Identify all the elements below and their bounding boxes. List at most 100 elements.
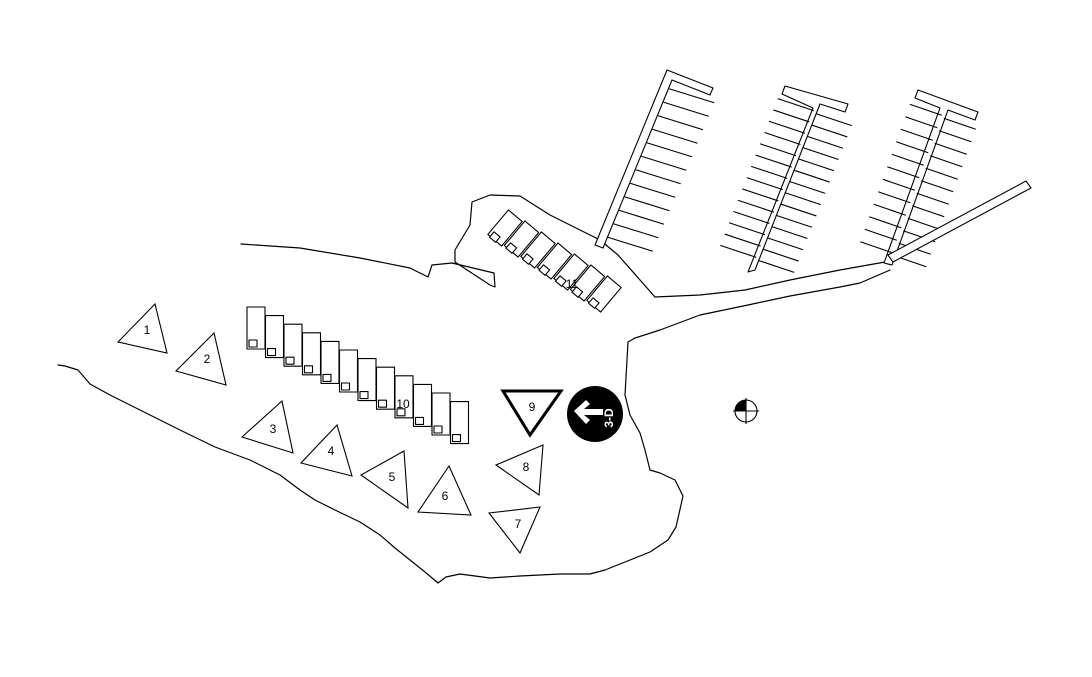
dock-slip [768,120,806,134]
dock-slip [934,142,967,155]
dock-slip [802,146,839,161]
building-unit [586,275,622,313]
dock-slip [669,88,715,104]
pier-right [860,89,979,268]
viewpoint-marker-2[interactable]: 2 [174,331,227,386]
viewpoint-marker-1[interactable]: 1 [116,302,168,354]
marker-5-label: 5 [389,470,396,484]
building-porch [433,425,443,434]
view-3d-label: 3-D [602,408,616,428]
dock-slip [646,142,693,158]
marker-8-label: 8 [523,460,530,474]
building-porch [248,339,258,348]
dock-slip [912,205,945,218]
dock-slip [775,214,813,228]
marker-1-label: 1 [144,323,151,337]
dock-slip [762,248,799,262]
building-porch [359,391,369,400]
dock-slip [939,130,972,143]
view-3d-button[interactable]: 3-D [567,386,623,442]
building-unit [553,253,589,291]
dock-slip [777,98,814,112]
dock-slip [652,128,698,144]
dock-slip [943,117,976,130]
building-unit [503,220,540,258]
dock-slip [789,180,826,194]
dock-slip [728,222,766,236]
building-porch [396,408,406,417]
dock-slip [891,153,924,166]
dock-slip [764,131,801,146]
building-porch [377,399,388,408]
dock-slip [869,216,902,229]
dock-slip [882,178,915,191]
north-compass-icon [733,398,759,424]
dock-slip [720,244,757,258]
marker-6-label: 6 [442,489,449,503]
viewpoint-marker-7[interactable]: 7 [487,506,541,555]
building-porch [285,356,295,365]
dock-slip [811,124,848,138]
marker-4-label: 4 [328,444,335,458]
building-porch [303,365,314,374]
viewpoint-marker-9[interactable]: 9 [500,389,564,438]
dock-slip [641,155,687,171]
building-unit [520,231,556,269]
dock-slip [733,210,770,225]
shoreline [57,194,891,584]
dock-slip [921,180,954,193]
dock-slip [635,169,681,185]
building-unit [536,242,573,280]
dock-slip [887,166,920,179]
pier-left [594,69,715,252]
dock-slip [618,209,665,225]
dock-slip [746,177,783,191]
marker-3-label: 3 [270,422,277,436]
building-unit [449,401,470,445]
dock-slip [925,167,958,180]
building-row-10[interactable] [246,306,470,445]
dock-slip [624,196,670,212]
dock-slip [613,223,659,239]
dock-slip [771,225,808,240]
marker-2-label: 2 [204,352,211,366]
building-porch [266,348,277,357]
viewpoint-marker-3[interactable]: 3 [240,399,294,454]
dock-slip [860,241,893,254]
dock-slip [663,101,709,117]
viewpoint-marker-8[interactable]: 8 [494,444,544,496]
building-porch [322,373,332,382]
marker-7-label: 7 [515,517,522,531]
dock-slip [896,141,929,154]
dock-slip [907,217,940,230]
building-porch [414,416,425,425]
dock-slip [766,237,804,251]
building-porch [451,434,462,443]
dock-slip [900,128,933,141]
dock-slip [806,135,844,149]
building-row-label: 10 [396,397,410,411]
dock-slip [780,203,817,217]
dock-slip [607,236,653,252]
dock-slip [916,192,949,205]
viewpoint-marker-4[interactable]: 4 [299,423,353,477]
building-cluster-label: 11 [566,277,579,291]
dock-slip [773,109,810,123]
dock-slip [873,203,906,216]
pier-middle [720,85,852,273]
dock-slip [864,228,897,241]
building-porch [340,382,351,391]
dock-slip [797,158,835,172]
dock-slip [793,169,830,183]
dock-slip [742,188,779,202]
building-cluster-11[interactable] [487,209,622,313]
dock-slip [909,103,942,116]
dock-slip [724,233,761,247]
dock-slip [905,116,938,129]
dock-slip [737,199,775,213]
viewpoint-marker-6[interactable]: 6 [417,464,472,516]
breakwater-pier [887,180,1032,263]
viewpoint-marker-5[interactable]: 5 [359,450,409,510]
